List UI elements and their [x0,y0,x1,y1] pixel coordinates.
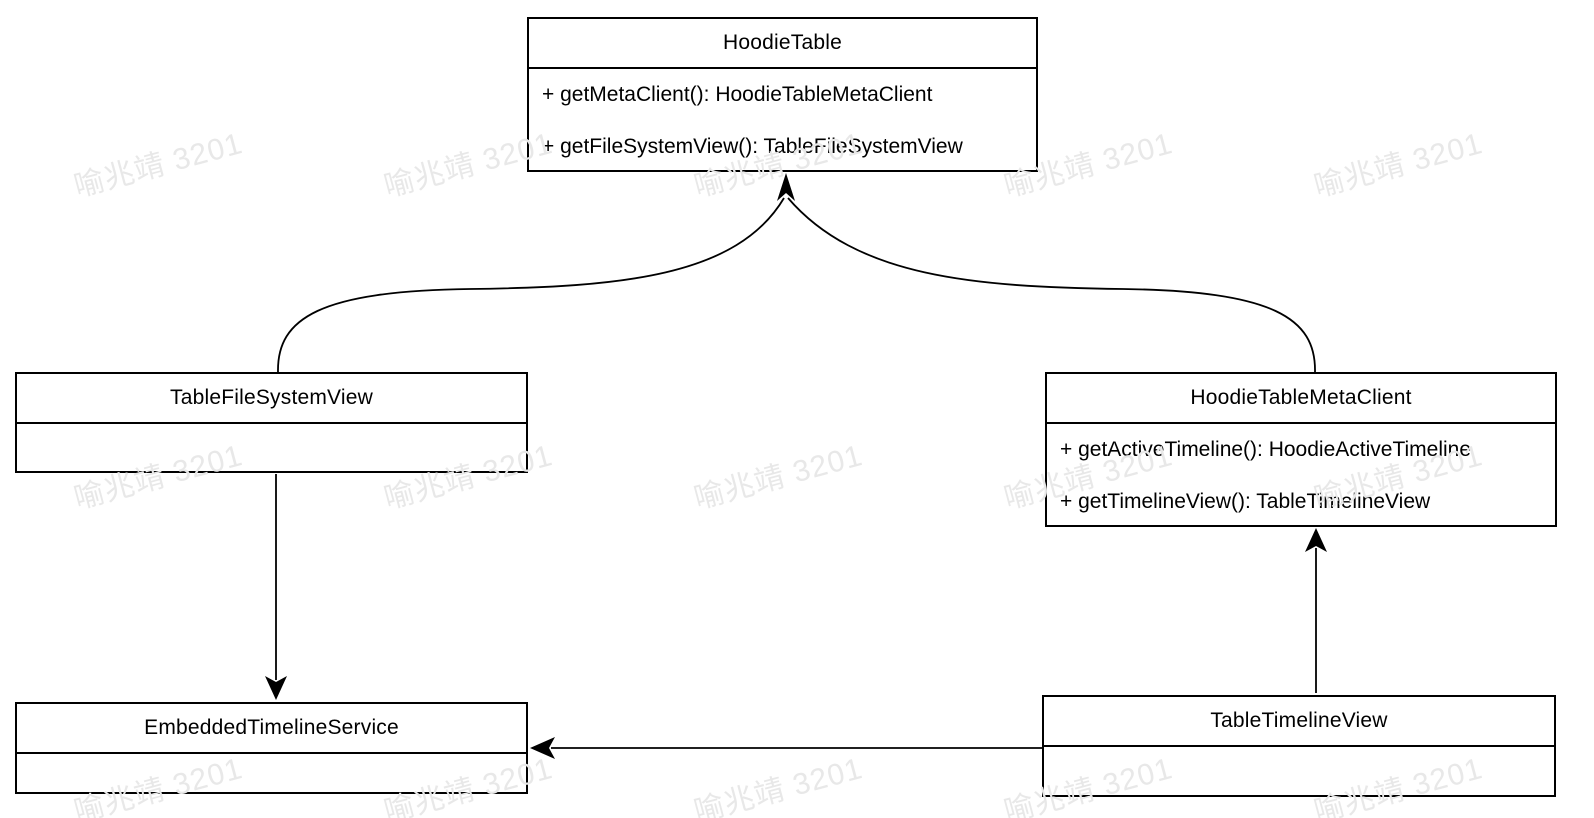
class-tablefilesystemview-title: TableFileSystemView [17,374,526,424]
class-tablefilesystemview: TableFileSystemView [15,372,528,473]
arrowhead-down-embeddedtimelineservice [265,676,287,700]
method-getactivetimeline: + getActiveTimeline(): HoodieActiveTimel… [1060,438,1472,461]
method-gettimelineview: + getTimelineView(): TableTimelineView [1060,490,1431,513]
class-hoodietablemetaclient: HoodieTableMetaClient + getActiveTimelin… [1045,372,1557,527]
class-tabletimelineview: TableTimelineView [1042,695,1556,797]
class-tablefilesystemview-body [17,424,526,471]
method-getfilesystemview: + getFileSystemView(): TableFileSystemVi… [542,135,963,158]
edge-tablefilesystemview-hoodietable [277,197,785,373]
arrowhead-left-embeddedtimelineservice [530,737,555,759]
class-hoodietable-title: HoodieTable [529,19,1036,69]
method-getmetaclient: + getMetaClient(): HoodieTableMetaClient [542,83,933,106]
arrowhead-up-hoodietablemetaclient [1305,528,1327,552]
arrowhead-up-hoodietable [777,173,795,201]
class-embeddedtimelineservice: EmbeddedTimelineService [15,702,528,794]
class-tabletimelineview-title: TableTimelineView [1044,697,1554,747]
class-embeddedtimelineservice-title: EmbeddedTimelineService [17,704,526,754]
class-hoodietablemetaclient-body: + getActiveTimeline(): HoodieActiveTimel… [1047,424,1555,528]
edge-hoodietablemetaclient-hoodietable [787,197,1316,373]
class-hoodietablemetaclient-title: HoodieTableMetaClient [1047,374,1555,424]
class-tabletimelineview-body [1044,747,1554,795]
class-hoodietable-body: + getMetaClient(): HoodieTableMetaClient… [529,69,1036,173]
class-embeddedtimelineservice-body [17,754,526,792]
class-hoodietable: HoodieTable + getMetaClient(): HoodieTab… [527,17,1038,172]
